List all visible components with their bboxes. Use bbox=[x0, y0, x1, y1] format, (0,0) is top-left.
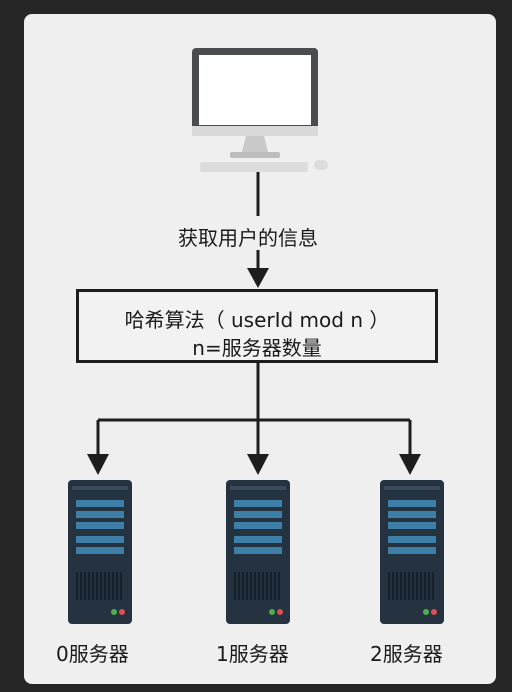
hash-algorithm-box: 哈希算法（ userId mod n ） n=服务器数量 bbox=[76, 289, 438, 363]
arrowhead-server-0 bbox=[87, 454, 109, 475]
server-0-label: 0服务器 bbox=[56, 642, 129, 666]
client-info-label: 获取用户的信息 bbox=[178, 226, 318, 250]
server-2-icon bbox=[380, 480, 444, 624]
arrowhead-server-2 bbox=[399, 454, 421, 475]
hash-formula-text: 哈希算法（ userId mod n ） bbox=[124, 308, 390, 332]
computer-icon bbox=[192, 48, 328, 172]
server-2-label: 2服务器 bbox=[370, 642, 443, 666]
server-1-label: 1服务器 bbox=[216, 642, 289, 666]
arrowhead-server-1 bbox=[247, 454, 269, 475]
hash-n-definition-text: n=服务器数量 bbox=[192, 336, 322, 360]
server-0-icon bbox=[68, 480, 132, 624]
server-1-icon bbox=[226, 480, 290, 624]
arrowhead-to-hash bbox=[247, 268, 269, 288]
